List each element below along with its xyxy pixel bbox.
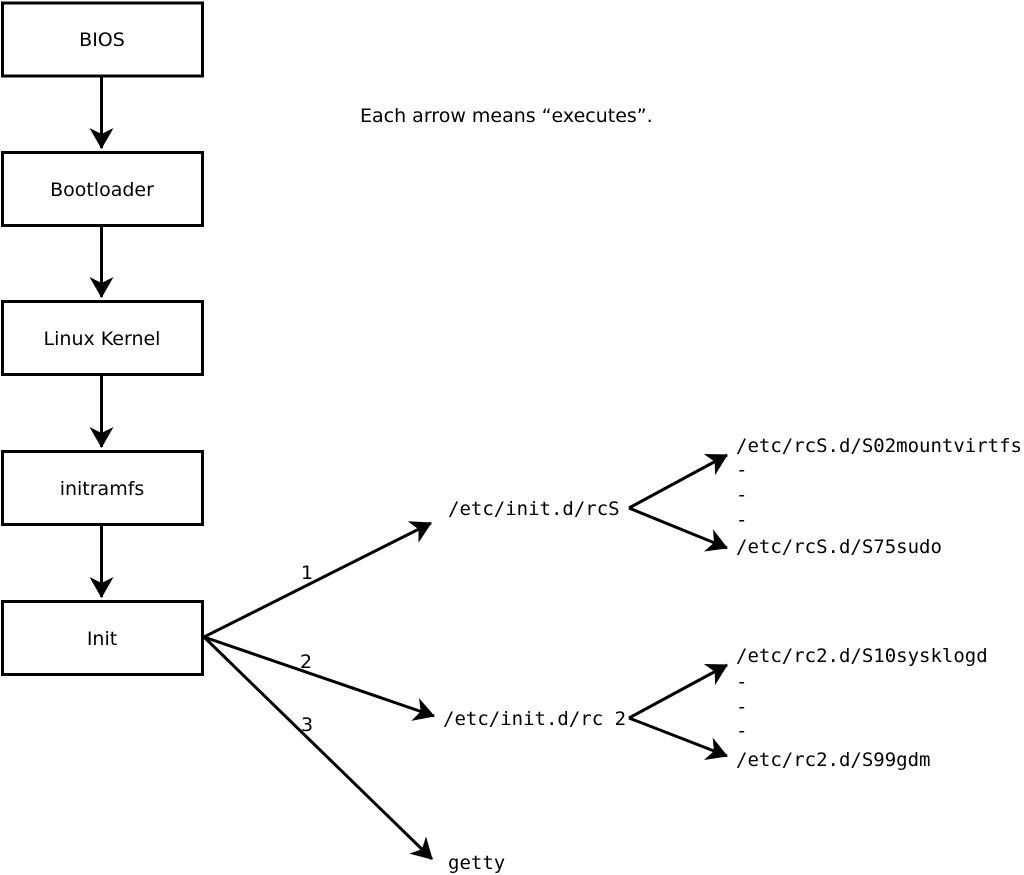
rcS-fanout: /etc/rcS.d/S02mountvirtfs - - - /etc/rcS… — [628, 435, 1022, 558]
initramfs-label: initramfs — [60, 478, 145, 500]
rcS-ellipsis-dash-3: - — [736, 509, 747, 531]
arrow-rcS-to-first-script — [628, 453, 728, 510]
initramfs-box — [1, 450, 204, 526]
rc2-ellipsis-dash-3: - — [736, 720, 747, 742]
init-fanout: 1 2 3 /etc/init.d/rcS /etc/init.d/rc 2 g… — [202, 498, 626, 874]
branch-2-number: 2 — [300, 651, 312, 673]
branch-3-number: 3 — [301, 714, 313, 736]
linux-kernel-box — [1, 300, 204, 376]
rc2-target-label: /etc/init.d/rc 2 — [443, 708, 626, 730]
rc2-ellipsis-dash-1: - — [736, 671, 747, 693]
rcS-ellipsis-dash-2: - — [736, 484, 747, 506]
arrow-rcS-to-last-script — [628, 506, 728, 552]
rcS-target-label: /etc/init.d/rcS — [448, 498, 620, 520]
branch-1-number: 1 — [301, 562, 313, 584]
rc2-fanout: /etc/rc2.d/S10sysklogd - - - /etc/rc2.d/… — [628, 645, 988, 771]
arrow-meaning-note: Each arrow means “executes”. — [360, 105, 653, 127]
arrow-init-to-getty — [202, 635, 434, 861]
bios-box — [1, 1, 204, 78]
arrow-rc2-to-last-script — [628, 716, 728, 760]
rc2-first-script-label: /etc/rc2.d/S10sysklogd — [736, 645, 988, 667]
rcS-first-script-label: /etc/rcS.d/S02mountvirtfs — [736, 435, 1022, 457]
arrow-init-to-rc2 — [203, 635, 435, 721]
bootloader-label: Bootloader — [50, 179, 154, 201]
boot-chain: BIOS Bootloader Linux Kernel initramfs I… — [1, 1, 204, 676]
bios-label: BIOS — [79, 29, 125, 51]
linux-kernel-label: Linux Kernel — [44, 328, 161, 350]
init-label: Init — [87, 628, 117, 650]
rc2-last-script-label: /etc/rc2.d/S99gdm — [736, 749, 930, 771]
arrow-init-to-rcS — [203, 521, 432, 639]
arrow-rc2-to-first-script — [628, 663, 728, 720]
getty-target-label: getty — [448, 852, 505, 874]
init-box — [1, 600, 204, 676]
rcS-last-script-label: /etc/rcS.d/S75sudo — [736, 536, 942, 558]
rcS-ellipsis-dash-1: - — [736, 459, 747, 481]
rc2-ellipsis-dash-2: - — [736, 696, 747, 718]
